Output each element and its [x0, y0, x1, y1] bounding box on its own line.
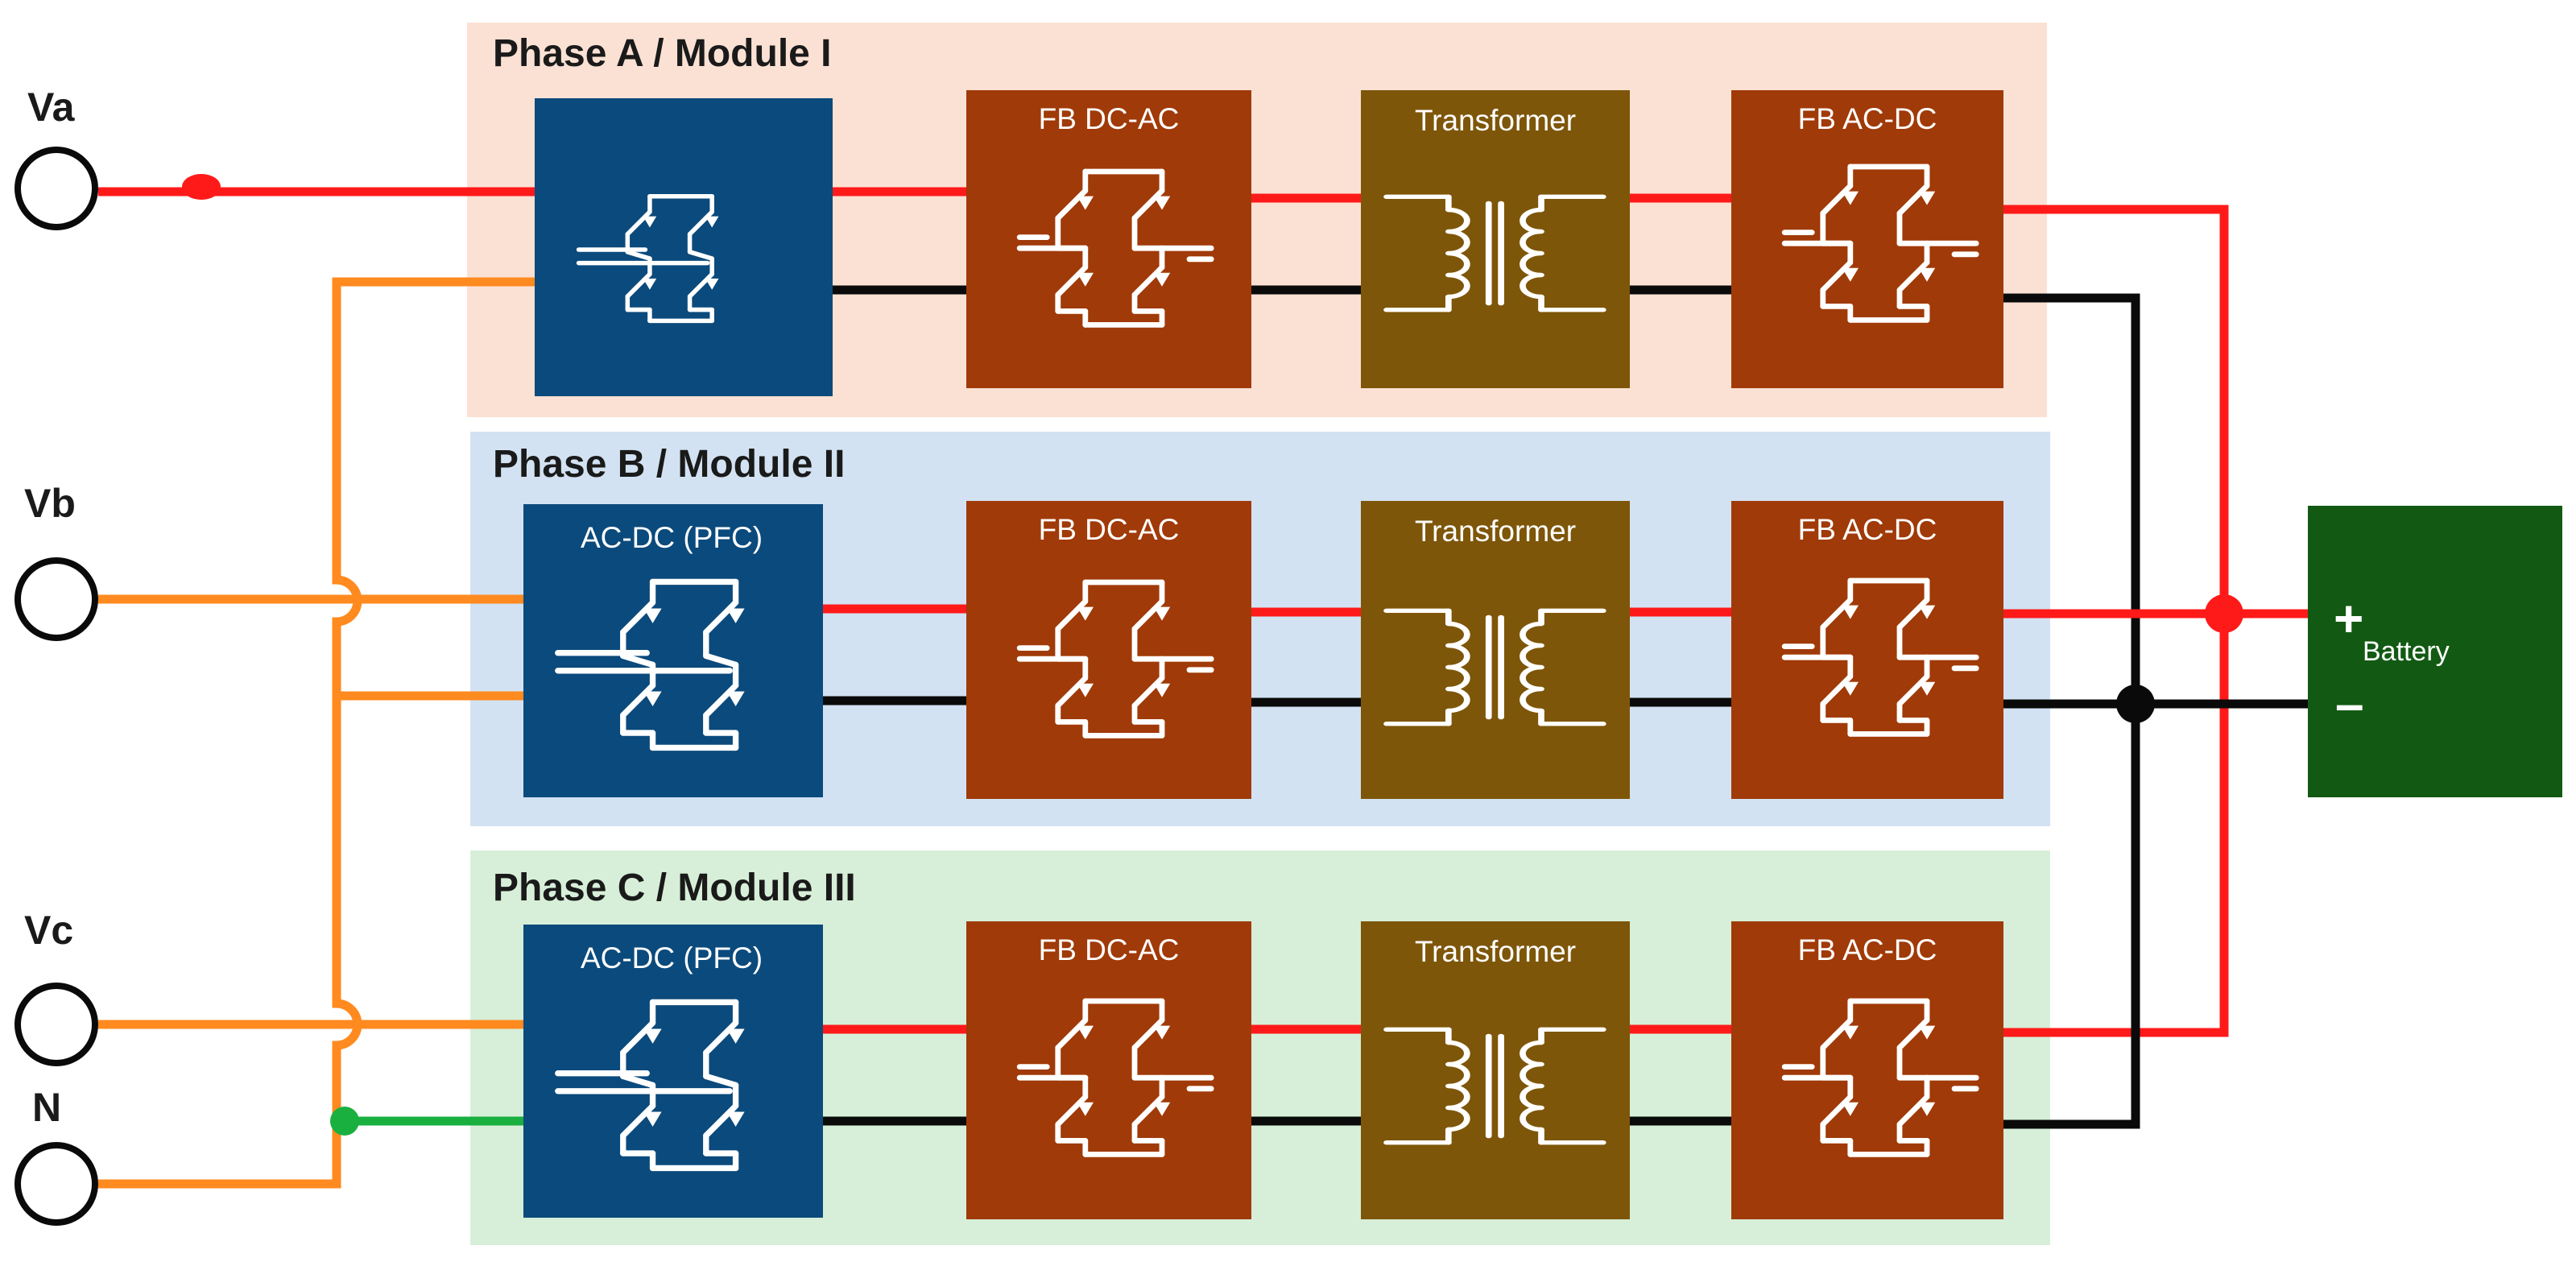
n-terminal: [14, 1142, 98, 1226]
phase-a-fb-dcac-block: FB DC-AC: [966, 90, 1251, 388]
phase-b-rectifier-label: AC-DC (PFC): [581, 521, 763, 554]
phase-b-rectifier-block: AC-DC (PFC): [523, 504, 823, 797]
n-junction-dot: [330, 1107, 359, 1136]
phase-a-title: Phase A / Module I: [493, 32, 832, 75]
battery-minus-sign: –: [2335, 675, 2364, 733]
phase-a-transformer-block: Transformer: [1361, 90, 1630, 388]
phase-b-transformer-block: Transformer: [1361, 501, 1630, 799]
phase-a-rectifier-block: [535, 98, 833, 396]
vb-terminal: [14, 557, 98, 641]
phase-c-fb-acdc-block: FB AC-DC: [1731, 921, 2003, 1219]
negative-bus-junction: [2116, 685, 2155, 723]
phase-c-transformer-label: Transformer: [1415, 935, 1576, 968]
phase-b-fb-dcac-label: FB DC-AC: [1039, 513, 1180, 546]
n-label: N: [32, 1085, 61, 1130]
phase-b-fb-acdc-label: FB AC-DC: [1798, 513, 1937, 546]
battery-block: + Battery –: [2308, 506, 2562, 797]
phase-c-fb-dcac-block: FB DC-AC: [966, 921, 1251, 1219]
phase-b-title: Phase B / Module II: [493, 443, 845, 486]
phase-b-fb-dcac-block: FB DC-AC: [966, 501, 1251, 799]
vc-terminal: [14, 983, 98, 1066]
vc-label: Vc: [24, 908, 73, 953]
va-label: Va: [27, 85, 76, 130]
battery-label: Battery: [2363, 636, 2450, 667]
phase-a-fb-dcac-label: FB DC-AC: [1039, 102, 1180, 135]
phase-c-transformer-block: Transformer: [1361, 921, 1630, 1219]
vb-label: Vb: [24, 481, 76, 526]
phase-b-fb-acdc-block: FB AC-DC: [1731, 501, 2003, 799]
va-junction-dot: [182, 174, 221, 200]
phase-c-fb-acdc-label: FB AC-DC: [1798, 933, 1937, 966]
battery-plus-sign: +: [2334, 590, 2363, 648]
phase-a-transformer-label: Transformer: [1415, 104, 1576, 137]
phase-b-transformer-label: Transformer: [1415, 515, 1576, 548]
phase-c-rectifier-block: AC-DC (PFC): [523, 925, 823, 1218]
phase-c-rectifier-label: AC-DC (PFC): [581, 941, 763, 974]
phase-a-fb-acdc-label: FB AC-DC: [1798, 102, 1937, 135]
phase-a-fb-acdc-block: FB AC-DC: [1731, 90, 2003, 388]
phase-c-fb-dcac-label: FB DC-AC: [1039, 933, 1180, 966]
phase-c-title: Phase C / Module III: [493, 867, 856, 909]
va-terminal: [14, 147, 98, 230]
positive-bus-junction: [2205, 594, 2243, 633]
